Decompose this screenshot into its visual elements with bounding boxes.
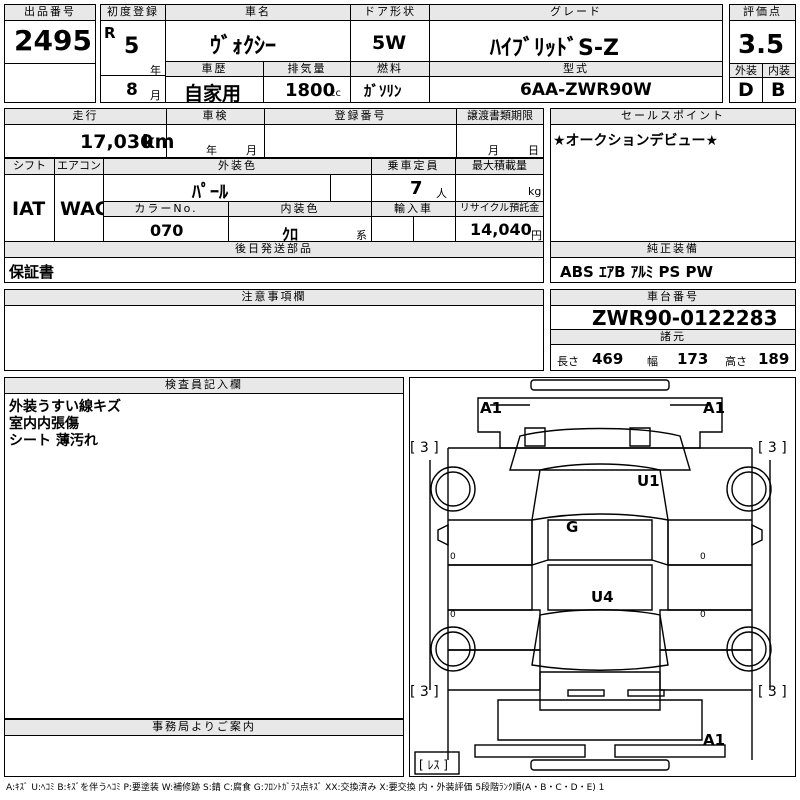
int-score-label: 内装 [762,63,796,78]
divider [762,63,763,103]
lot-label: 出品番号 [4,4,96,21]
era: R [104,24,116,42]
tire-front-left: [ 3 ] [410,440,439,456]
score: 3.5 [738,30,785,60]
tire-rear-right: [ 3 ] [758,684,787,700]
displacement-label: 排気量 [263,61,351,77]
inspector-line: 室内内張傷 [9,416,79,432]
zero-mark: 0 [450,610,456,620]
transfer-cell [456,124,544,158]
int-color: ｸﾛ [282,225,299,244]
insp-year-unit: 年 [206,144,217,157]
ext-color: ﾊﾟｰﾙ [192,182,228,203]
notes-cell [4,305,544,371]
inspector-line: 外装うすい線キズ [9,399,121,415]
divider [330,174,331,202]
door-type: 5W [372,32,407,54]
color-no: 070 [150,221,184,240]
capacity-unit: 人 [436,187,447,200]
damage-a1-front-right: A1 [703,399,726,417]
office-cell [4,735,404,777]
transfer-month-unit: 月 [488,144,499,157]
fuel-label: 燃料 [350,61,430,77]
damage-u1: U1 [637,472,660,490]
divider [413,216,414,242]
later-parts: 保証書 [9,263,55,281]
zero-mark: 0 [700,552,706,562]
lot-number: 2495 [14,24,92,57]
inspector-line: シート 薄汚れ [9,433,98,449]
score-label: 評価点 [729,4,796,21]
legend: A:ｷｽﾞ U:ﾍｺﾐ B:ｷｽﾞを伴うﾍｺﾐ P:要塗装 W:補修跡 S:錆 … [6,783,605,793]
grade-label: グレード [429,4,723,21]
tire-front-right: [ 3 ] [758,440,787,456]
load-unit: kg [528,185,542,198]
sales-point: ★オークションデビュー★ [553,133,719,149]
int-score: B [771,79,786,101]
transfer-day-unit: 日 [528,144,539,157]
displacement: 1800 [285,80,336,101]
door-label: ドア形状 [350,4,430,21]
ac: WAC [60,198,109,220]
car-diagram-frame [409,377,796,777]
reg-year: 5 [124,34,140,59]
year-unit: 年 [150,64,161,77]
dims-cell [550,344,796,371]
mileage: 17,030 [80,131,154,153]
length: 469 [592,350,624,368]
reg-month: 8 [126,80,138,100]
equipment: ABS ｴｱB ｱﾙﾐ PS PW [560,263,714,281]
width-label: 幅 [647,355,658,368]
inspection-label: 車検 [166,108,265,125]
capacity: 7 [410,178,423,199]
equipment-cell [550,257,796,283]
inspector-cell [4,393,404,719]
ext-score: D [738,79,754,101]
car-name: ｳﾞｫｸｼｰ [210,34,277,59]
tire-rear-left: [ 3 ] [410,684,439,700]
displacement-unit: cc [330,88,341,99]
model-cell [429,76,723,103]
recycle: 14,040 [470,220,532,239]
month-unit: 月 [150,89,161,102]
car-name-label: 車名 [165,4,351,21]
height: 189 [758,350,790,368]
damage-a1-rear: A1 [703,731,726,749]
length-label: 長さ [557,355,579,368]
spare-tire: [ ﾚｽ ] [419,758,448,772]
chassis-number: ZWR90-0122283 [592,306,778,330]
zero-mark: 0 [450,552,456,562]
int-color-unit: 系 [356,229,367,242]
fuel: ｶﾞｿﾘﾝ [364,82,402,100]
width: 173 [677,350,709,368]
model: 6AA-ZWR90W [520,80,652,100]
damage-g: G [566,518,579,536]
equipment-label: 純正装備 [550,241,796,258]
damage-a1-front-left: A1 [480,399,503,417]
reg-no-label: 登録番号 [264,108,457,125]
insp-month-unit: 月 [246,144,257,157]
shift: IAT [12,198,46,220]
recycle-unit: 円 [531,229,542,242]
history: 自家用 [184,83,242,105]
capacity-label: 乗車定員 [371,158,456,175]
transfer-label: 譲渡書類期限 [456,108,544,125]
divider [100,75,166,76]
lot-blank [4,63,96,103]
zero-mark: 0 [700,610,706,620]
later-parts-cell [4,257,544,283]
height-label: 高さ [725,355,747,368]
grade: ﾊｲﾌﾞﾘｯﾄﾞS-Z [490,36,619,61]
damage-u4: U4 [591,588,614,606]
